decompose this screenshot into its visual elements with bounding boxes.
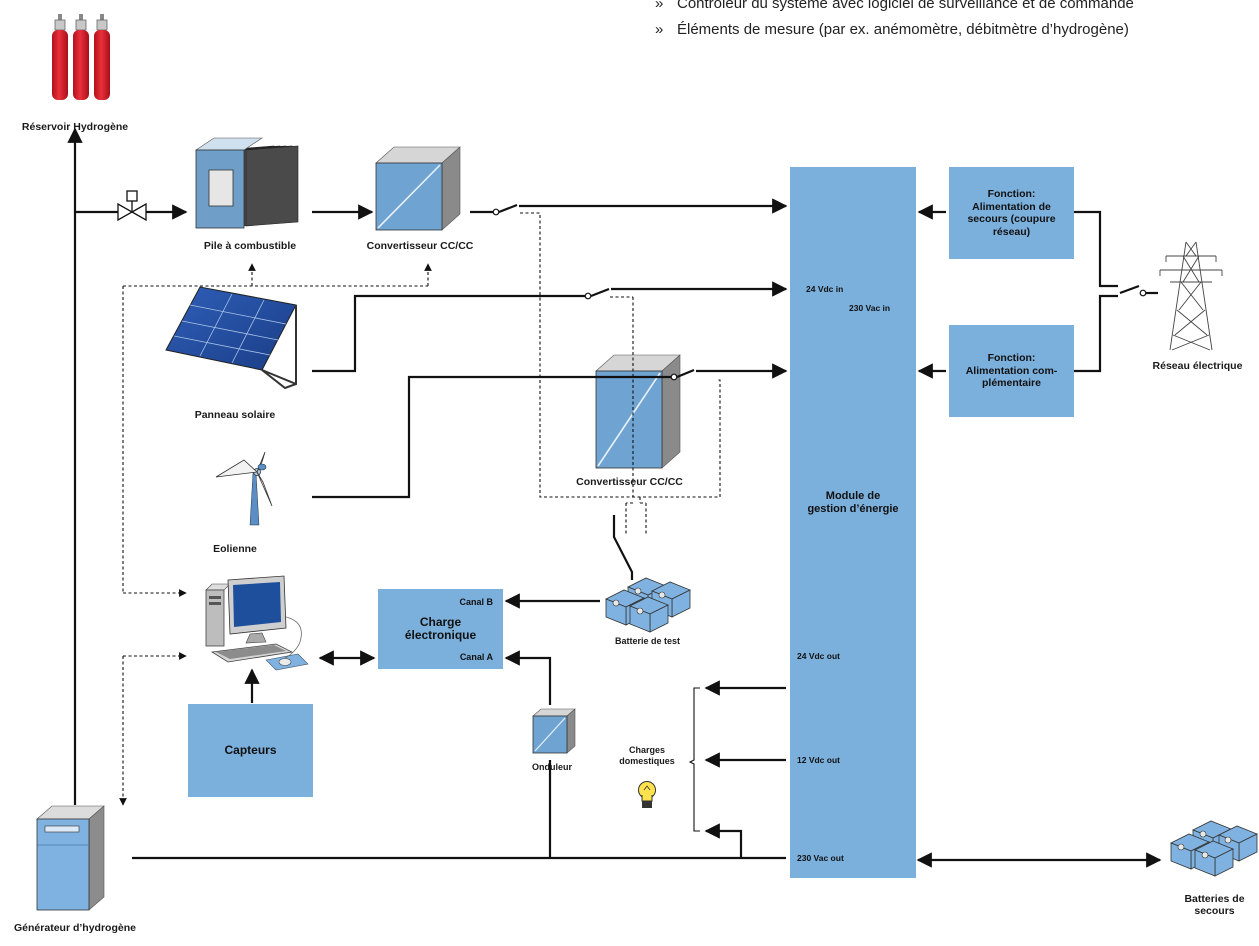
inverter-icon [532, 708, 576, 754]
wind-turbine-icon [215, 451, 273, 526]
solar-panel-icon [165, 286, 297, 390]
converter-2-label: Convertisseur CC/CC [576, 476, 683, 488]
port-230vac-out: 230 Vac out [797, 853, 844, 863]
grid-label: Réseau électrique [1152, 360, 1243, 372]
electronic-load-box: Canal B Charge électronique Canal A [378, 589, 503, 669]
port-24vdc-in: 24 Vdc in [806, 284, 844, 294]
hydrogen-tank-icon [52, 14, 110, 100]
dashed-control-lines [119, 212, 721, 806]
sensors-box: Capteurs [188, 704, 313, 797]
power-pylon-icon [1159, 241, 1223, 351]
valve-icon [117, 190, 147, 222]
complementary-power-function-box: Fonction: Alimentation com- plémentaire [949, 325, 1074, 417]
hydrogen-generator-label: Générateur d’hydrogène [14, 922, 136, 934]
backup-batteries-label: Batteries de secours [1184, 893, 1245, 917]
backup-power-function-box: Fonction: Alimentation de secours (coupu… [949, 167, 1074, 259]
port-12vdc-out: 12 Vdc out [797, 755, 840, 765]
solid-connections [67, 127, 1162, 868]
switch-contacts [492, 208, 1147, 381]
light-bulb-icon [638, 781, 656, 808]
fuel-cell-label: Pile à combustible [203, 240, 297, 252]
bullet-mesure: »Éléments de mesure (par ex. anémomètre,… [655, 21, 1129, 38]
canal-a-label: Canal A [459, 652, 493, 662]
inverter-label: Onduleur [532, 762, 572, 772]
solar-panel-label: Panneau solaire [194, 409, 276, 421]
port-24vdc-out: 24 Vdc out [797, 651, 840, 661]
converter-1-label: Convertisseur CC/CC [366, 240, 474, 252]
computer-icon [205, 575, 309, 671]
test-battery-icon [605, 577, 691, 633]
dc-dc-converter-icon [375, 146, 461, 231]
backup-batteries-icon [1170, 820, 1258, 877]
port-230vac-in: 230 Vac in [849, 303, 891, 313]
wind-turbine-label: Eolienne [213, 543, 257, 555]
bullet-controleur: »Contrôleur du système avec logiciel de … [655, 0, 1134, 12]
hydrogen-generator-icon [36, 805, 105, 911]
energy-management-module: Module de gestion d’énergie [790, 167, 916, 878]
dc-dc-converter-2-icon [595, 354, 681, 469]
domestic-loads-label: Charges domestiques [619, 745, 675, 766]
test-battery-label: Batterie de test [614, 636, 681, 646]
reservoir-label: Réservoir Hydrogène [21, 121, 129, 133]
charge-title: Charge électronique [404, 615, 477, 642]
fuel-cell-icon [195, 137, 299, 229]
canal-b-label: Canal B [459, 597, 493, 607]
